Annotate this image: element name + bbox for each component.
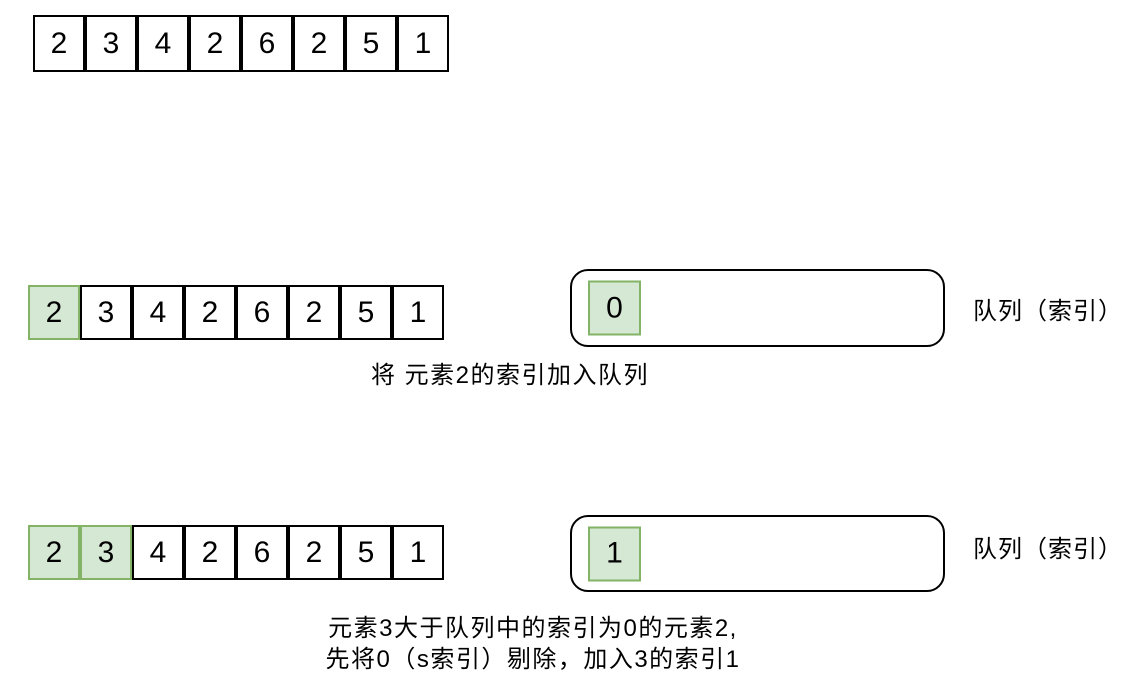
- queue-label: 队列（索引）: [973, 298, 1122, 325]
- caption-step2-line1: 元素3大于队列中的索引为0的元素2,: [328, 615, 738, 642]
- array-cell: 2: [288, 285, 340, 340]
- array-cell-highlighted: 2: [28, 285, 80, 340]
- array-cell: 6: [236, 525, 288, 580]
- array-cell: 5: [340, 525, 392, 580]
- array-cell-highlighted: 2: [28, 525, 80, 580]
- array-cell: 4: [137, 15, 189, 72]
- array-cell-highlighted: 3: [80, 525, 132, 580]
- array-cell: 1: [392, 525, 444, 580]
- queue-item: 0: [588, 280, 641, 336]
- caption-step2: 元素3大于队列中的索引为0的元素2, 先将0（s索引）剔除，加入3的索引1: [173, 613, 893, 675]
- array-cell: 2: [293, 15, 345, 72]
- array-cell: 5: [340, 285, 392, 340]
- array-cell: 5: [345, 15, 397, 72]
- array-cell: 6: [241, 15, 293, 72]
- array-cell: 4: [132, 525, 184, 580]
- array-cell: 2: [184, 525, 236, 580]
- array-cell: 4: [132, 285, 184, 340]
- array-step1: 2 3 4 2 6 2 5 1: [28, 285, 444, 340]
- array-cell: 2: [288, 525, 340, 580]
- array-cell: 3: [80, 285, 132, 340]
- queue-label: 队列（索引）: [973, 536, 1122, 563]
- queue-box-step2: 1: [570, 515, 945, 592]
- array-cell: 1: [392, 285, 444, 340]
- array-cell: 1: [397, 15, 449, 72]
- array-cell: 2: [189, 15, 241, 72]
- array-initial: 2 3 4 2 6 2 5 1: [33, 15, 449, 72]
- array-step2: 2 3 4 2 6 2 5 1: [28, 525, 444, 580]
- caption-step1: 将 元素2的索引加入队列: [370, 362, 649, 389]
- queue-item: 1: [588, 526, 641, 581]
- array-cell: 2: [33, 15, 85, 72]
- array-cell: 2: [184, 285, 236, 340]
- array-cell: 6: [236, 285, 288, 340]
- caption-step2-line2: 先将0（s索引）剔除，加入3的索引1: [325, 646, 741, 673]
- array-cell: 3: [85, 15, 137, 72]
- queue-box-step1: 0: [570, 269, 945, 347]
